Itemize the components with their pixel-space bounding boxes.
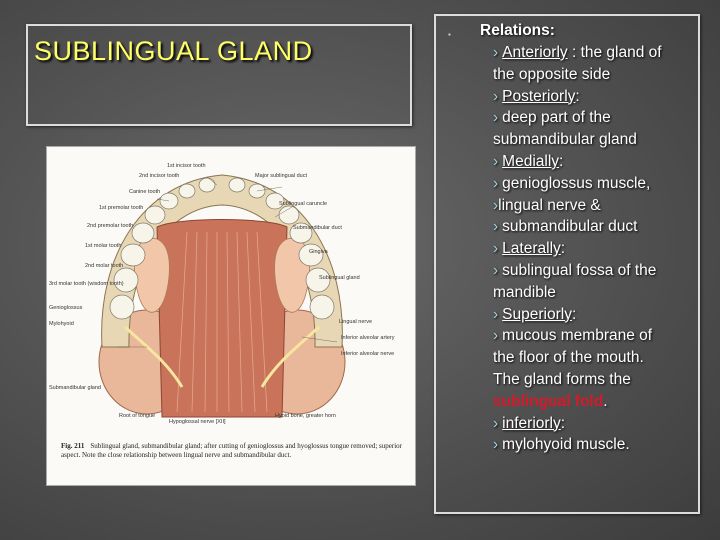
line-posteriorly: ›Posteriorly: xyxy=(493,86,698,108)
line-anteriorly-cont: the opposite side xyxy=(493,65,611,83)
chevron-icon: › xyxy=(493,305,499,323)
line-anteriorly: ›Anteriorly : the gland of xyxy=(493,42,698,64)
mouth-floor-drawing: 1st incisor tooth 2nd incisor tooth Cani… xyxy=(49,163,395,425)
label-inferior-alveolar-nerve: Inferior alveolar nerve xyxy=(341,351,394,357)
medially-item: submandibular duct xyxy=(502,218,638,236)
relations-heading: Relations: xyxy=(480,22,555,39)
medially-item: genioglossus muscle, xyxy=(502,174,651,192)
superiorly-label: Superiorly xyxy=(502,305,572,323)
line-sublingual-fold: sublingual fold. xyxy=(493,391,698,413)
colon: : xyxy=(560,414,566,432)
line-laterally-1: ›sublingual fossa of the xyxy=(493,260,698,282)
line-laterally: ›Laterally: xyxy=(493,238,698,260)
label-genioglossus: Genioglossus xyxy=(49,305,83,311)
colon: : xyxy=(559,152,564,170)
superiorly-text: mucous membrane of xyxy=(502,327,653,345)
relations-list: ›Anteriorly : the gland of the opposite … xyxy=(493,42,698,456)
title-placeholder: SUBLINGUAL GLAND xyxy=(26,24,412,126)
inferiorly-label: inferiorly xyxy=(502,414,561,432)
label-submandibular-gland: Submandibular gland xyxy=(49,385,101,391)
lingual-nerve-shape xyxy=(260,325,321,388)
label-2nd-molar: 2nd molar tooth xyxy=(85,263,123,269)
chevron-icon: › xyxy=(493,218,499,236)
label-canine: Canine tooth xyxy=(129,189,160,195)
label-hypoglossal-nerve: Hypoglossal nerve [XII] xyxy=(169,419,226,425)
colon: : xyxy=(560,240,566,258)
line-posteriorly-1: ›deep part of the xyxy=(493,107,698,129)
line-posteriorly-2: submandibular gland xyxy=(493,131,637,149)
line-superiorly-3: The gland forms the xyxy=(493,370,631,388)
genioglossus-shape xyxy=(156,219,288,418)
inferiorly-text: mylohyoid muscle. xyxy=(502,436,630,454)
label-inferior-alveolar-artery: Inferior alveolar artery xyxy=(341,335,395,341)
laterally-text: sublingual fossa of the xyxy=(502,261,657,279)
teeth-row xyxy=(109,177,335,320)
line-medially-2: ›lingual nerve & xyxy=(493,195,698,217)
label-3rd-molar: 3rd molar tooth (wisdom tooth) xyxy=(49,281,124,287)
chevron-icon: › xyxy=(493,109,499,127)
line-medially-1: ›genioglossus muscle, xyxy=(493,173,698,195)
label-1st-premolar: 1st premolar tooth xyxy=(99,205,143,211)
leader-lines xyxy=(117,176,338,348)
chevron-icon: › xyxy=(493,174,499,192)
chevron-icon: › xyxy=(493,414,499,432)
slide-title: SUBLINGUAL GLAND xyxy=(34,36,313,66)
line-superiorly-1: ›mucous membrane of xyxy=(493,325,698,347)
label-hyoid-bone: Hyoid bone, greater horn xyxy=(275,413,336,419)
chevron-icon: › xyxy=(493,436,499,454)
label-major-sublingual-duct: Major sublingual duct xyxy=(255,173,307,179)
line-inferiorly-1: ›mylohyoid muscle. xyxy=(493,434,698,456)
label-gingiva: Gingiva xyxy=(309,249,329,255)
chevron-icon: › xyxy=(493,327,499,345)
anteriorly-label: Anteriorly xyxy=(502,44,568,61)
posteriorly-text: deep part of the xyxy=(502,109,611,127)
medially-item: lingual nerve & xyxy=(498,196,601,214)
sublingual-fold-highlight: sublingual fold xyxy=(493,392,604,410)
anatomy-illustration: 1st incisor tooth 2nd incisor tooth Cani… xyxy=(46,146,416,486)
line-inferiorly: ›inferiorly: xyxy=(493,413,698,435)
colon: : xyxy=(575,87,580,105)
label-lingual-nerve: Lingual nerve xyxy=(339,319,372,325)
label-2nd-incisor: 2nd incisor tooth xyxy=(139,173,179,179)
chevron-icon: › xyxy=(493,261,499,279)
label-submandibular-duct: Submandibular duct xyxy=(293,225,342,231)
line-superiorly-2: the floor of the mouth. xyxy=(493,349,644,367)
caption-figure-number: Fig. 211 xyxy=(61,442,85,450)
line-superiorly: ›Superiorly: xyxy=(493,304,698,326)
posteriorly-label: Posteriorly xyxy=(502,87,576,105)
colon: : xyxy=(571,305,577,323)
chevron-icon: › xyxy=(493,44,499,61)
chevron-icon: › xyxy=(493,87,499,105)
anteriorly-text: : the gland of xyxy=(571,44,662,61)
line-medially-3: ›submandibular duct xyxy=(493,216,698,238)
label-sublingual-caruncle: Sublingual caruncle xyxy=(279,201,327,207)
label-2nd-premolar: 2nd premolar tooth xyxy=(87,223,133,229)
line-medially: ›Medially: xyxy=(493,151,698,173)
content-placeholder: ▪ Relations: ›Anteriorly : the gland of … xyxy=(434,14,700,514)
caption-text: Sublingual gland, submandibular gland; a… xyxy=(61,442,402,459)
label-mylohyoid: Mylohyoid xyxy=(49,321,74,327)
medially-label: Medially xyxy=(502,152,560,170)
label-root-of-tongue: Root of tongue xyxy=(119,413,155,419)
bullet-dot-icon: ▪ xyxy=(448,30,451,39)
label-1st-incisor: 1st incisor tooth xyxy=(167,163,206,169)
label-1st-molar: 1st molar tooth xyxy=(85,243,121,249)
period: . xyxy=(603,392,608,410)
chevron-icon: › xyxy=(493,240,499,258)
chevron-icon: › xyxy=(493,152,499,170)
label-sublingual-gland: Sublingual gland xyxy=(319,275,360,281)
laterally-label: Laterally xyxy=(502,240,561,258)
line-laterally-2: mandible xyxy=(493,283,556,301)
chevron-icon: › xyxy=(493,196,499,214)
